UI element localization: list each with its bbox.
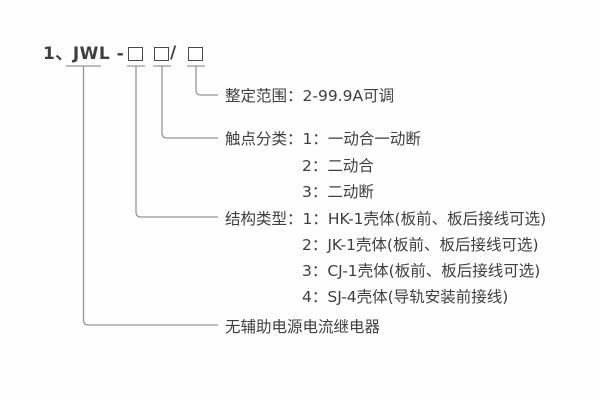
- product-name-text: 无辅助电源电流继电器: [225, 318, 381, 336]
- product-name-label: 无辅助电源电流继电器: [225, 317, 380, 337]
- contact-class-option-1: 1：一动合一动断: [302, 130, 421, 148]
- structure-type-label: 结构类型：1：HK-1壳体(板前、板后接线可选): [225, 209, 546, 229]
- connector-product-name: [82, 66, 218, 326]
- structure-type-option-4: 4：SJ-4壳体(导轨安装前接线): [302, 288, 509, 306]
- setting-range-label: 整定范围：2-99.9A可调: [225, 86, 394, 106]
- model-code-title: 1、JWL -: [43, 44, 124, 64]
- contact-class-option-2: 2：二动合: [302, 157, 374, 175]
- setting-range-box: [188, 47, 203, 61]
- contact-class-heading: 触点分类：: [225, 130, 303, 148]
- connector-structure-type: [135, 66, 218, 218]
- contact-class-option-3: 3：二动断: [302, 183, 374, 201]
- structure-type-option-1: 1：HK-1壳体(板前、板后接线可选): [302, 210, 547, 228]
- setting-range-text: 整定范围：2-99.9A可调: [225, 87, 395, 105]
- contact-class-box: [154, 47, 169, 61]
- structure-type-heading: 结构类型：: [225, 210, 303, 228]
- contact-class-label: 触点分类：1：一动合一动断: [225, 129, 421, 149]
- connector-setting-range: [195, 66, 218, 96]
- slash-separator: /: [170, 43, 177, 63]
- connector-contact-class: [161, 66, 218, 139]
- structure-type-option-2: 2：JK-1壳体(板前、板后接线可选): [302, 236, 539, 254]
- model-code-text: 1、JWL -: [43, 44, 125, 64]
- structure-type-option-3: 3：CJ-1壳体(板前、板后接线可选): [302, 262, 541, 280]
- structure-type-box: [128, 47, 143, 61]
